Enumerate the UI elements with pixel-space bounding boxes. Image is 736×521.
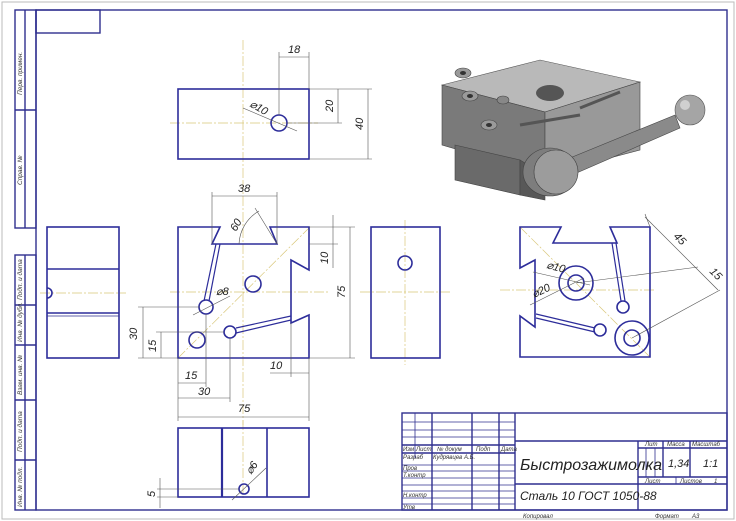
mass-label: Масса: [667, 442, 685, 448]
hdr-podp: Подп: [476, 447, 491, 453]
sheet-label: Лист: [644, 479, 660, 485]
copied-label: Копировал: [523, 514, 553, 520]
role-utv: Утв: [402, 505, 415, 511]
left-stamp: Перв. примен. Справ. № Подп. и дата Инв.…: [14, 9, 37, 511]
developer-name: Кудрявцев А.Б.: [433, 455, 475, 461]
dim-40: 40: [354, 117, 366, 130]
role-prov: Пров: [403, 466, 417, 472]
dim-60-angle: 60: [228, 216, 245, 233]
dim-d10-top: ⌀10: [248, 98, 271, 118]
dim-18: 18: [288, 44, 301, 56]
dim-30-left: 30: [128, 327, 140, 340]
isometric-render: [440, 59, 706, 201]
stamp-podp-data-2: Подп. и дата: [16, 411, 24, 452]
dim-10-bottom: 10: [270, 360, 283, 372]
dim-15-left: 15: [147, 339, 159, 352]
role-nkontr: Н.контр: [403, 493, 427, 499]
scale-value: 1:1: [703, 458, 718, 470]
format-label: Формат: [655, 514, 679, 520]
title-block: Изм Лист № докум Подп Дата Разраб Кудряв…: [401, 412, 728, 520]
sheets-value: 1: [714, 479, 717, 485]
sheets-label: Листов: [679, 479, 702, 485]
front-view: 38 60 10 75 ⌀8 30 15 10 15 30 75: [128, 180, 355, 425]
dim-d20-side: ⌀20: [530, 282, 553, 301]
dim-10-right: 10: [319, 251, 331, 264]
lit-label: Лит: [644, 442, 657, 448]
material: Сталь 10 ГОСТ 1050-88: [520, 489, 657, 503]
hdr-data: Дата: [500, 447, 517, 453]
hdr-list: Лист: [415, 447, 431, 453]
stamp-sprav-no: Справ. №: [17, 155, 24, 185]
drawing-title: Быстрозажимолка: [520, 457, 662, 474]
format-value: А3: [691, 514, 700, 520]
hdr-izm: Изм: [403, 447, 414, 453]
stamp-perv-primen: Перв. примен.: [17, 52, 24, 95]
role-razrab: Разраб: [403, 455, 424, 461]
mass-value: 1,34: [668, 458, 689, 470]
dim-75-right: 75: [336, 285, 348, 298]
dim-38: 38: [238, 183, 251, 195]
bottom-view: ⌀6 5: [146, 420, 310, 508]
dim-15-bottom: 15: [185, 370, 198, 382]
top-left-box: [35, 9, 101, 34]
dim-d10-side: ⌀10: [545, 259, 567, 276]
side-view: [360, 220, 450, 365]
rear-view: 45 15 ⌀10 ⌀20: [500, 213, 725, 358]
dim-d8: ⌀8: [216, 286, 230, 298]
dim-5: 5: [146, 490, 158, 497]
dim-20: 20: [324, 99, 336, 113]
dim-15-side: 15: [707, 266, 725, 284]
stamp-podp-data-1: Подп. и дата: [16, 259, 24, 300]
stamp-vzam-inv: Взам. инв. №: [17, 355, 24, 395]
dim-30-bottom: 30: [198, 386, 211, 398]
top-view: 18 20 40 ⌀10: [170, 40, 372, 178]
dim-75-bottom: 75: [238, 403, 251, 415]
stamp-inv-dubl: Инв. № дубл.: [16, 302, 24, 342]
dim-d6: ⌀6: [244, 459, 262, 477]
stamp-inv-podl: Инв. № подл.: [16, 466, 24, 507]
left-view: [40, 226, 126, 359]
hdr-no-dokum: № докум: [437, 446, 462, 453]
role-tkontr: Т.контр: [403, 473, 426, 479]
scale-label: Масштаб: [692, 442, 721, 448]
